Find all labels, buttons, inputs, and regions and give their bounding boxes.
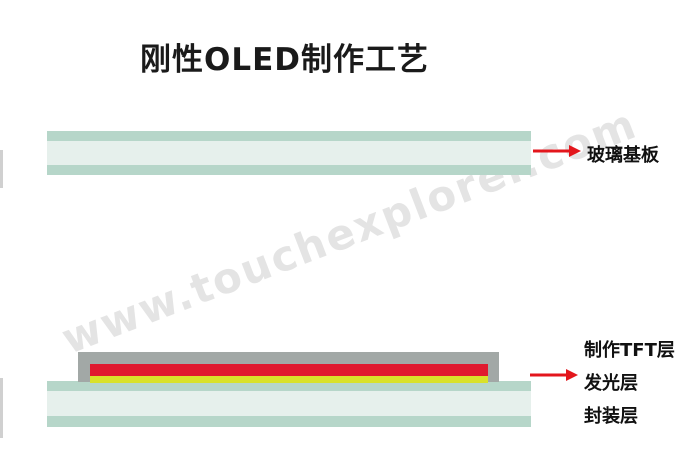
emissive-layer-label: 发光层 <box>584 373 638 394</box>
glass-bottom-upper-layer <box>47 381 531 391</box>
page-title: 刚性OLED制作工艺 <box>140 42 430 78</box>
arrow-icon-top <box>533 145 581 157</box>
encapsulation-layer-label: 封装层 <box>584 406 638 427</box>
glass-bottom-inner-layer <box>47 391 531 416</box>
left-edge-mark-bottom <box>0 378 3 438</box>
red-layer <box>90 364 488 376</box>
arrow-icon-bottom <box>530 369 578 381</box>
glass-top-bottom-layer <box>47 165 531 175</box>
glass-top-outer-layer <box>47 131 531 141</box>
yellow-layer <box>90 376 488 383</box>
glass-top-inner-layer <box>47 141 531 165</box>
glass-bottom-lower-layer <box>47 416 531 427</box>
glass-substrate-label: 玻璃基板 <box>587 145 659 166</box>
tft-layer-label: 制作TFT层 <box>584 340 675 361</box>
left-edge-mark-top <box>0 150 3 188</box>
